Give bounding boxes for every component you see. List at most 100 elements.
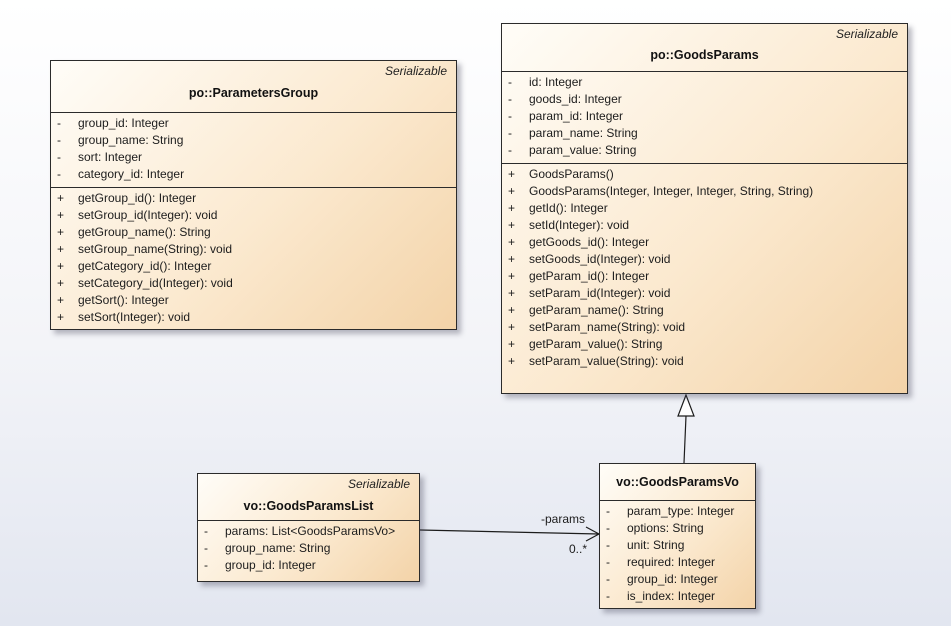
operation-row-text: getSort(): Integer xyxy=(78,293,169,307)
visibility-marker: + xyxy=(508,337,516,351)
attribute-row-text: group_id: Integer xyxy=(627,572,718,586)
attributes-section: -params: List<GoodsParamsVo>-group_name:… xyxy=(198,521,419,578)
association-multiplicity-label: 0..* xyxy=(569,542,588,556)
attribute-row: - param_id: Integer xyxy=(502,108,907,125)
attribute-row: - sort: Integer xyxy=(51,149,456,166)
visibility-marker: + xyxy=(508,167,516,181)
attribute-row-text: param_id: Integer xyxy=(529,109,624,123)
operation-row: +getGroup_id(): Integer xyxy=(51,190,456,207)
class-name: vo::GoodsParamsVo xyxy=(616,475,739,489)
operation-row: + getGroup_name(): String xyxy=(51,224,456,241)
attribute-row: -params: List<GoodsParamsVo> xyxy=(198,523,419,540)
attribute-row: -goods_id: Integer xyxy=(502,91,907,108)
attribute-row: -group_name: String xyxy=(198,540,419,557)
attribute-row-text: group_name: String xyxy=(225,541,331,555)
attributes-section: -param_type: Integer-options: String-uni… xyxy=(600,501,755,609)
visibility-marker: - xyxy=(57,116,61,130)
operation-row: +GoodsParams(Integer, Integer, Integer, … xyxy=(502,183,907,200)
class-goods-params[interactable]: Serializable po::GoodsParams -id: Intege… xyxy=(501,23,908,394)
attribute-row-text: is_index: Integer xyxy=(627,589,716,603)
visibility-marker: - xyxy=(606,555,610,569)
attribute-row-text: param_type: Integer xyxy=(627,504,735,518)
class-name: po::ParametersGroup xyxy=(188,86,319,100)
visibility-marker: - xyxy=(57,167,61,181)
operation-row: + getId(): Integer xyxy=(502,200,907,217)
class-goods-params-list[interactable]: Serializable vo::GoodsParamsList -params… xyxy=(197,473,420,582)
visibility-marker: + xyxy=(508,303,516,317)
visibility-marker: + xyxy=(57,293,65,307)
visibility-marker: + xyxy=(57,225,65,239)
attribute-row-text: param_name: String xyxy=(529,126,638,140)
attribute-row: - unit: String xyxy=(600,537,755,554)
attribute-row-text: required: Integer xyxy=(627,555,716,569)
attribute-row-text: category_id: Integer xyxy=(78,167,185,181)
visibility-marker: + xyxy=(508,286,516,300)
attribute-row: -is_index: Integer xyxy=(600,588,755,605)
operation-row-text: getGroup_name(): String xyxy=(78,225,211,239)
operation-row: + setCategory_id(Integer): void xyxy=(51,275,456,292)
association-line xyxy=(419,529,600,535)
generalization-line xyxy=(683,415,687,464)
operation-row-text: setCategory_id(Integer): void xyxy=(78,276,233,290)
operation-row-text: getId(): Integer xyxy=(529,201,608,215)
operation-row: + setGroup_id(Integer): void xyxy=(51,207,456,224)
operation-row: +setParam_id(Integer): void xyxy=(502,285,907,302)
attribute-row-text: sort: Integer xyxy=(78,150,143,164)
attribute-row: -id: Integer xyxy=(502,74,907,91)
visibility-marker: - xyxy=(204,558,208,572)
operation-row-text: GoodsParams() xyxy=(529,167,614,181)
operation-row: + getSort(): Integer xyxy=(51,292,456,309)
visibility-marker: - xyxy=(508,143,512,157)
visibility-marker: - xyxy=(57,150,61,164)
attribute-row: - category_id: Integer xyxy=(51,166,456,183)
visibility-marker: - xyxy=(606,538,610,552)
visibility-marker: - xyxy=(508,126,512,140)
operation-row-text: getParam_name(): String xyxy=(529,303,664,317)
operations-section: +GoodsParams()+GoodsParams(Integer, Inte… xyxy=(502,163,907,374)
operation-row: + setId(Integer): void xyxy=(502,217,907,234)
attribute-row: - required: Integer xyxy=(600,554,755,571)
operation-row-text: setGroup_id(Integer): void xyxy=(78,208,218,222)
visibility-marker: - xyxy=(508,109,512,123)
class-header: Serializable po::GoodsParams xyxy=(502,24,907,72)
class-goods-params-vo[interactable]: vo::GoodsParamsVo - param_type: Integer-o… xyxy=(599,463,756,609)
operation-row: + GoodsParams() xyxy=(502,166,907,183)
visibility-marker: + xyxy=(57,208,65,222)
operation-row-text: setId(Integer): void xyxy=(529,218,630,232)
visibility-marker: - xyxy=(606,504,610,518)
attribute-row: -group_id: Integer xyxy=(198,557,419,574)
attribute-row: -group_name: String xyxy=(51,132,456,149)
visibility-marker: + xyxy=(508,252,516,266)
operation-row: + getParam_value(): String xyxy=(502,336,907,353)
operation-row: + getParam_name(): String xyxy=(502,302,907,319)
visibility-marker: + xyxy=(508,354,516,368)
generalization-arrowhead xyxy=(677,393,695,417)
visibility-marker: - xyxy=(606,572,610,586)
operation-row-text: getParam_id(): Integer xyxy=(529,269,650,283)
attribute-row: - group_id: Integer xyxy=(600,571,755,588)
visibility-marker: + xyxy=(57,310,65,324)
attribute-row: -param_value: String xyxy=(502,142,907,159)
visibility-marker: + xyxy=(508,218,516,232)
attribute-row: - param_name: String xyxy=(502,125,907,142)
visibility-marker: + xyxy=(508,201,516,215)
visibility-marker: + xyxy=(57,242,65,256)
class-header: vo::GoodsParamsVo xyxy=(600,464,755,501)
class-name: vo::GoodsParamsList xyxy=(243,499,374,513)
attribute-row-text: params: List<GoodsParamsVo> xyxy=(225,524,396,538)
attributes-section: -id: Integer-goods_id: Integer-param_id:… xyxy=(502,72,907,163)
operation-row-text: getParam_value(): String xyxy=(529,337,663,351)
attribute-row-text: unit: String xyxy=(627,538,685,552)
attribute-row-text: group_id: Integer xyxy=(78,116,169,130)
operation-row-text: setParam_name(String): void xyxy=(529,320,686,334)
attribute-row-text: group_name: String xyxy=(78,133,184,147)
class-parameters-group[interactable]: Serializable po::ParametersGroup -group_… xyxy=(50,60,457,330)
operations-section: +getGroup_id(): Integer+setGroup_id(Inte… xyxy=(51,187,456,330)
operation-row-text: GoodsParams(Integer, Integer, Integer, S… xyxy=(529,184,814,198)
attribute-row: -options: String xyxy=(600,520,755,537)
operation-row: +setGoods_id(Integer): void xyxy=(502,251,907,268)
visibility-marker: + xyxy=(57,191,65,205)
operation-row: +setParam_value(String): void xyxy=(502,353,907,370)
visibility-marker: + xyxy=(57,276,65,290)
